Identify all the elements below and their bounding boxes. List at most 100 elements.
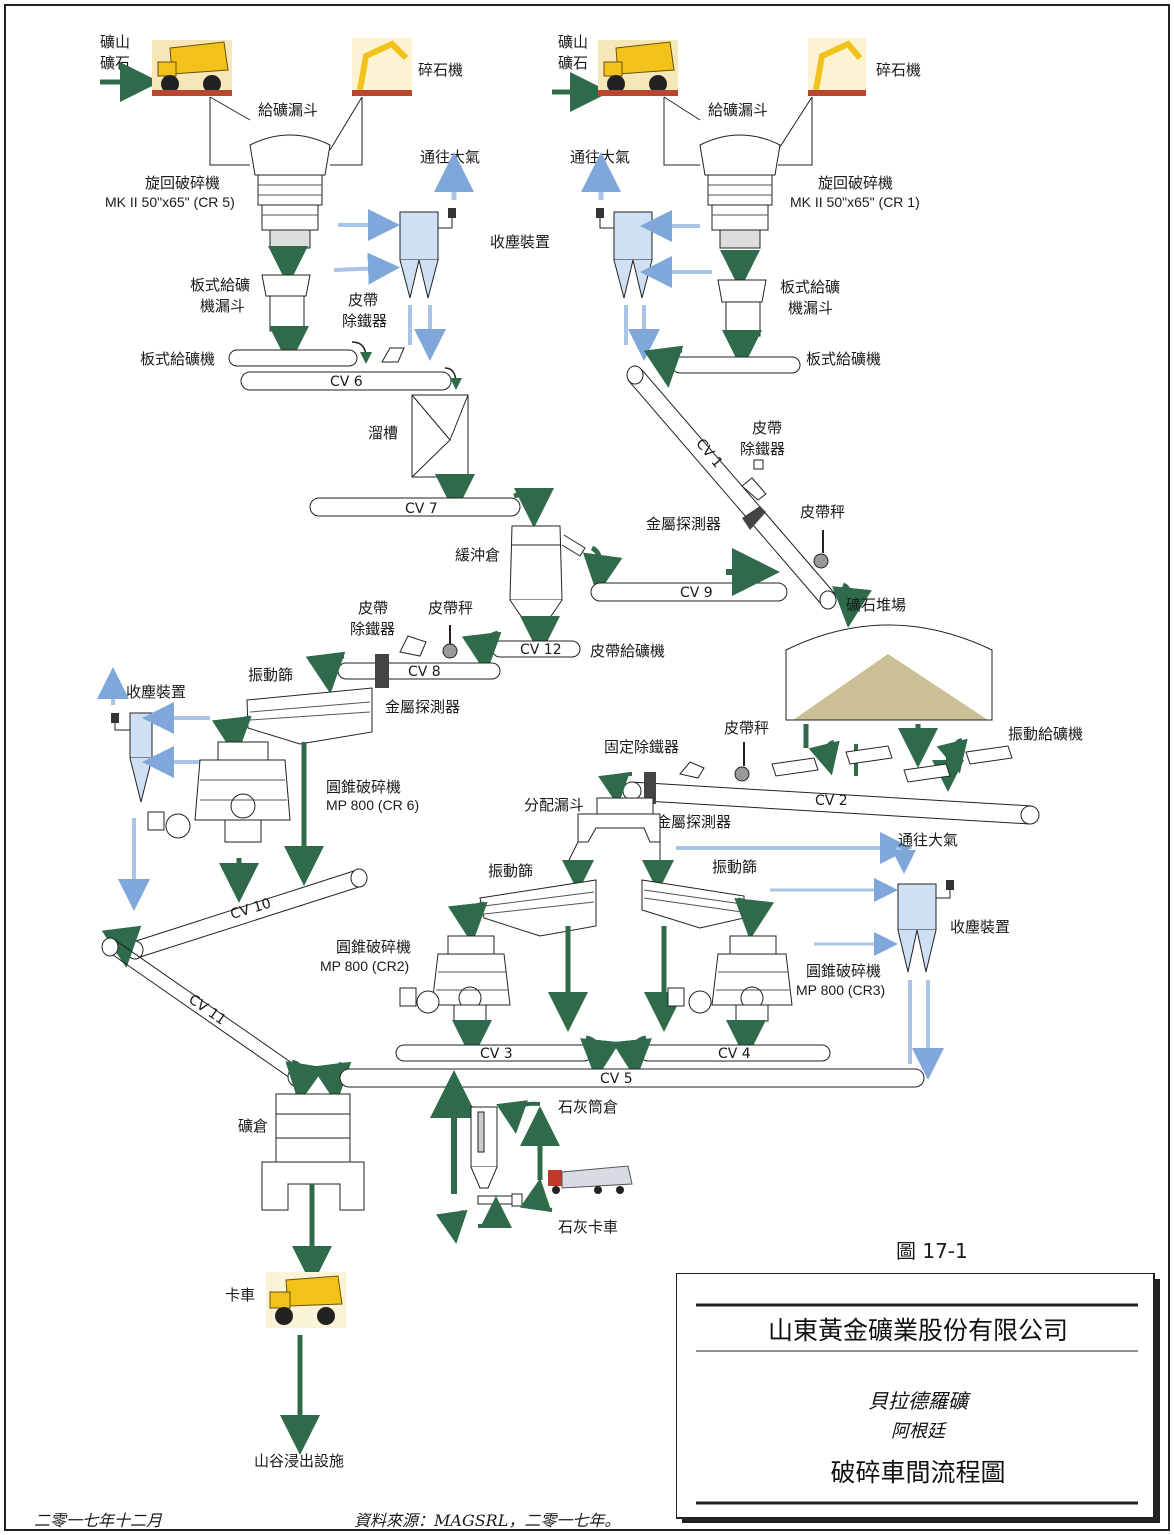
mine-name: 貝拉德羅礦 [676, 1385, 1160, 1414]
dust-collector-lower-label: 收塵裝置 [950, 918, 1010, 936]
vibrating-feeders [772, 746, 1012, 782]
cv3-label: CV 3 [480, 1046, 513, 1062]
feed-hopper-label-left: 給礦漏斗 [258, 101, 318, 119]
cv1-conveyor [627, 366, 643, 384]
vibrating-screen-cv8 [247, 688, 372, 744]
apron-feeder-label-right: 板式給礦機 [806, 350, 881, 368]
dust-collector-cr6-label: 收塵裝置 [126, 683, 186, 701]
cr3-model: MP 800 (CR3) [796, 982, 885, 998]
vibrating-screen-cr3 [642, 880, 744, 928]
country-name: 阿根廷 [676, 1417, 1160, 1443]
vibrating-screen-cr2-label: 振動篩 [488, 862, 533, 880]
cv4-label: CV 4 [718, 1046, 751, 1062]
ore-bin-label: 礦倉 [238, 1117, 268, 1135]
gyratory-label-right: 旋回破碎機 [818, 174, 893, 192]
diagram-title: 破碎車間流程圖 [676, 1453, 1160, 1489]
mine-ore-line1-left: 礦山 [100, 33, 130, 51]
cv5-label: CV 5 [600, 1071, 633, 1087]
lime-truck-label: 石灰卡車 [558, 1218, 618, 1236]
lime-silo [471, 1107, 522, 1206]
metal-detector-cv8 [375, 654, 389, 688]
apron-feeder-label-left: 板式給礦機 [140, 350, 215, 368]
vibrating-screen-cv8-label: 振動篩 [248, 666, 293, 684]
cr2-model: MP 800 (CR2) [320, 958, 409, 974]
cr6-model: MP 800 (CR 6) [326, 797, 419, 813]
cone-crusher-cr6 [148, 742, 290, 842]
apron-feeder-right [672, 357, 800, 373]
cone-crusher-cr3 [668, 936, 792, 1021]
belt-iron-remover-l1: 皮帶 [348, 291, 378, 309]
belt-scale-cv8-label: 皮帶秤 [428, 599, 473, 617]
cv2-conveyor [623, 782, 641, 800]
rock-breaker-label-left: 碎石機 [418, 61, 463, 79]
belt-scale-cv2-label: 皮帶秤 [724, 719, 769, 737]
mine-ore-line2-right: 礦石 [558, 54, 588, 72]
cone-crusher-cr3-label: 圓錐破碎機 [806, 962, 881, 980]
cv7-label: CV 7 [405, 501, 438, 517]
lime-silo-label: 石灰筒倉 [558, 1098, 618, 1116]
gyratory-crusher-cr1 [700, 135, 780, 248]
truck-icon [266, 1272, 346, 1328]
haul-truck-icon-right [598, 40, 678, 96]
apron-hopper-label-l1: 板式給礦 [190, 276, 250, 294]
truck-label: 卡車 [225, 1286, 255, 1304]
vibrating-screen-cr3-label: 振動篩 [712, 858, 757, 876]
cr1-model: MK II 50"x65" (CR 1) [790, 194, 920, 210]
chute [412, 395, 468, 477]
metal-detector-cv2-label: 金屬探測器 [656, 813, 731, 831]
apron-hopper-right-l1: 板式給礦 [780, 278, 840, 296]
cv9-label: CV 9 [680, 585, 713, 601]
footer-source: 資料來源：MAGSRL，二零一七年。 [354, 1511, 620, 1530]
ore-stockpile [786, 625, 992, 720]
apron-feeder-hopper-right [718, 280, 766, 336]
vibrating-feeder-label: 振動給礦機 [1008, 725, 1083, 743]
belt-iron-remover-cv8-l2: 除鐵器 [350, 620, 395, 638]
cr5-model: MK II 50"x65" (CR 5) [105, 194, 235, 210]
metal-detector-cv8-label: 金屬探測器 [385, 698, 460, 716]
vibrating-screen-cr2 [480, 880, 596, 936]
title-box: 山東黃金礦業股份有限公司 貝拉德羅礦 阿根廷 破碎車間流程圖 [676, 1273, 1160, 1523]
haul-truck-icon [152, 40, 232, 96]
footer-date: 二零一七年十二月 [34, 1511, 163, 1530]
valley-leach-label: 山谷浸出設施 [254, 1452, 344, 1470]
mine-ore-line1-right: 礦山 [558, 33, 588, 51]
gyratory-crusher-cr5 [250, 135, 330, 248]
dust-collector-right [596, 208, 652, 298]
cone-crusher-cr2-label: 圓錐破碎機 [336, 938, 411, 956]
dust-collector-lower [898, 880, 954, 972]
metal-detector-cv1-label: 金屬探測器 [646, 515, 721, 533]
cv8-label: CV 8 [408, 664, 441, 680]
belt-feeder-label: 皮帶給礦機 [590, 642, 665, 660]
excavator-icon [352, 38, 412, 96]
gyratory-label-left: 旋回破碎機 [145, 174, 220, 192]
ore-stockpile-label: 礦石堆場 [846, 596, 906, 614]
cone-crusher-cr6-label: 圓錐破碎機 [326, 778, 401, 796]
to-atmosphere-right: 通往大氣 [570, 148, 630, 166]
apron-feeder-left [229, 350, 357, 366]
cv1-label: CV 1 [692, 436, 725, 471]
belt-iron-remover-cv8-l1: 皮帶 [358, 599, 388, 617]
dust-collector-label-left: 收塵裝置 [490, 233, 550, 251]
dust-collector-cr6 [111, 713, 152, 802]
apron-hopper-right-l2: 機漏斗 [788, 299, 833, 317]
surge-bin-label: 緩沖倉 [455, 546, 500, 564]
apron-feeder-hopper-left [262, 275, 310, 331]
cone-crusher-cr2 [400, 936, 510, 1021]
excavator-icon-right [808, 38, 866, 96]
company-name: 山東黃金礦業股份有限公司 [676, 1311, 1160, 1347]
belt-iron-remover-l2: 除鐵器 [342, 312, 387, 330]
feed-hopper-label-right: 給礦漏斗 [708, 101, 768, 119]
belt-iron-remover-cv1-l1: 皮帶 [752, 419, 782, 437]
cv2-label: CV 2 [815, 793, 848, 809]
cv12-label: CV 12 [520, 642, 562, 658]
belt-iron-remover-cv1-l2: 除鐵器 [740, 440, 785, 458]
to-atmosphere-lower: 通往大氣 [898, 831, 958, 849]
cv6-label: CV 6 [330, 374, 363, 390]
chute-label: 溜槽 [368, 424, 398, 442]
cv11-conveyor [102, 938, 118, 956]
rock-breaker-label-right: 碎石機 [876, 61, 921, 79]
cv10-label: CV 10 [229, 896, 273, 923]
distribution-hopper-label: 分配漏斗 [524, 796, 584, 814]
figure-number: 圖 17-1 [896, 1239, 968, 1263]
apron-hopper-label-l2: 機漏斗 [200, 297, 245, 315]
